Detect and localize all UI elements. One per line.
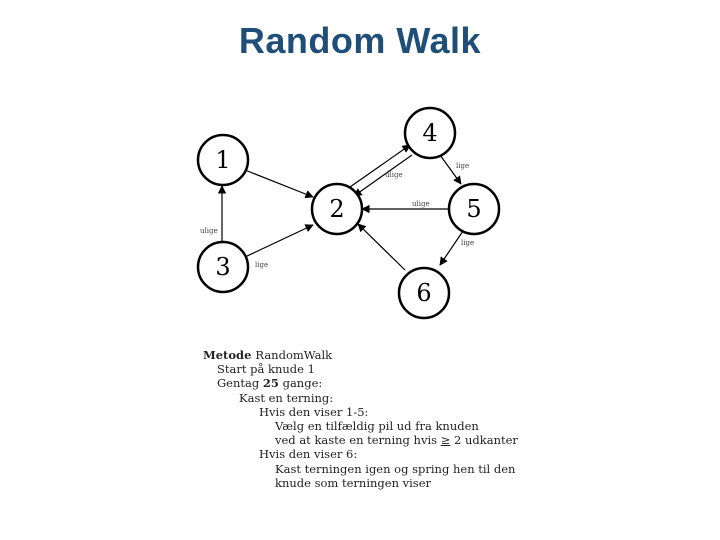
- edge-label-5-to-6: lige: [461, 239, 474, 247]
- choose-2-symbol: ≥: [440, 433, 451, 448]
- node-1-label: 1: [215, 146, 230, 174]
- edge-1-to-2: [244, 169, 314, 199]
- edge-label-5-to-2: ulige: [412, 200, 430, 208]
- algorithm-jump-line-1: Kast terningen igen og spring hen til de…: [275, 461, 516, 476]
- repeat-prefix: Gentag: [217, 376, 260, 391]
- algorithm-if-1-5-line: Hvis den viser 1-5:: [259, 404, 369, 419]
- edge-4-to-5: [439, 154, 462, 185]
- edge-5-to-6: [439, 230, 464, 266]
- node-2: 2: [310, 182, 364, 236]
- repeat-count: 25: [262, 376, 279, 391]
- heading-name: RandomWalk: [255, 348, 333, 362]
- algorithm-start-line: Start på knude 1: [217, 362, 315, 377]
- algorithm-pseudocode: Metode RandomWalk Start på knude 1 Genta…: [203, 348, 603, 490]
- node-5-label: 5: [466, 195, 481, 223]
- edge-2-to-4: [349, 144, 411, 188]
- edge-6-to-2: [357, 223, 406, 271]
- node-4: 4: [403, 106, 457, 160]
- node-6-label: 6: [416, 279, 431, 307]
- edge-label-3-to-1: ulige: [200, 227, 218, 235]
- algorithm-heading: Metode RandomWalk: [203, 348, 603, 362]
- edge-label-3-to-2: lige: [255, 261, 268, 269]
- choose-2-prefix: ved at kaste en terning hvis: [275, 433, 438, 448]
- algorithm-repeat-line: Gentag 25 gange:: [203, 376, 603, 390]
- node-6: 6: [397, 266, 451, 320]
- heading-keyword: Metode: [203, 348, 252, 362]
- slide-title: Random Walk: [238, 20, 482, 61]
- node-4-label: 4: [422, 119, 437, 147]
- algorithm-choose-line-2: ved at kaste en terning hvis ≥ 2 udkante…: [203, 433, 603, 447]
- algorithm-jump-line-2: knude som terningen viser: [275, 475, 432, 490]
- algorithm-roll-line: Kast en terning:: [239, 390, 334, 405]
- edge-label-4-to-2: ulige: [385, 171, 403, 179]
- node-5: 5: [447, 182, 501, 236]
- node-2-label: 2: [329, 195, 344, 223]
- algorithm-choose-line-1: Vælg en tilfældig pil ud fra knuden: [275, 419, 479, 434]
- node-1: 1: [196, 133, 250, 187]
- algorithm-if-6-line: Hvis den viser 6:: [259, 447, 358, 462]
- node-3: 3: [196, 240, 250, 294]
- node-3-label: 3: [215, 253, 230, 281]
- repeat-suffix: gange:: [282, 376, 323, 391]
- edge-3-to-2: [244, 224, 314, 258]
- edge-4-to-2: [353, 154, 413, 197]
- edge-label-4-to-5: lige: [456, 162, 469, 170]
- choose-2-suffix: 2 udkanter: [454, 433, 518, 448]
